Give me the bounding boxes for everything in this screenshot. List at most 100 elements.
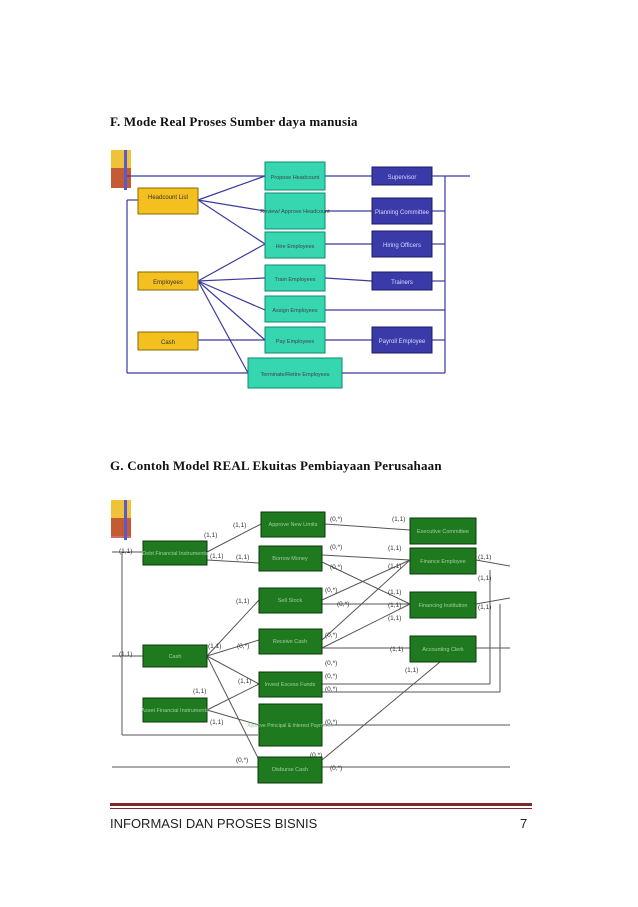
event-box — [264, 231, 326, 259]
cardinality-label: (0,*) — [236, 757, 248, 764]
corner-decoration-red — [111, 168, 131, 188]
cardinality-label: (0,*) — [330, 564, 342, 571]
agent-box — [371, 271, 433, 291]
cardinality-label: (0,*) — [325, 587, 337, 594]
agent-label: Supervisor — [388, 175, 417, 181]
cardinality-label: (1,1) — [390, 646, 403, 653]
cardinality-label: (0,*) — [330, 544, 342, 551]
hr-process-diagram: Headcount List Employees Cash Propose He… — [111, 150, 470, 389]
cardinality-label: (0,*) — [325, 673, 337, 680]
event-label: Approve Principal & Interest Payments — [247, 723, 333, 729]
cardinality-label: (0,*) — [237, 643, 249, 650]
cardinality-label: (0,*) — [337, 601, 349, 608]
event-box — [264, 161, 326, 191]
event-label: Review/ Approve Headcount — [260, 209, 330, 215]
event-box — [264, 192, 326, 230]
event-label: Assign Employees — [272, 308, 317, 314]
equity-events: Approve New Limits Borrow Money Sell Sto… — [247, 511, 333, 784]
agent-label: Planning Committee — [375, 210, 430, 216]
cardinality-label: (0,*) — [310, 752, 322, 759]
resource-label: Cash — [161, 340, 175, 346]
event-box — [258, 545, 323, 572]
section-f-heading: F. Mode Real Proses Sumber daya manusia — [110, 114, 358, 129]
agent-box — [409, 517, 477, 545]
cardinality-label: (1,1) — [119, 548, 132, 555]
event-label: Hire Employees — [276, 244, 315, 250]
agent-label: Executive Committee — [417, 529, 469, 535]
equity-agents: Executive Committee Finance Employee Fin… — [409, 517, 477, 663]
agent-label: Trainers — [391, 280, 413, 286]
agent-label: Financing Institution — [419, 603, 468, 609]
section-g-heading: G. Contoh Model REAL Ekuitas Pembiayaan … — [110, 458, 442, 473]
cardinality-label: (1,1) — [210, 553, 223, 560]
event-label: Terminate/Retire Employees — [260, 372, 329, 378]
cardinality-label: (0,*) — [330, 516, 342, 523]
cardinality-labels: (1,1) (1,1) (1,1) (1,1) (1,1) (1,1) (1,1… — [119, 516, 491, 772]
cardinality-label: (1,1) — [236, 598, 249, 605]
footer-divider — [110, 803, 532, 806]
agent-box — [409, 591, 477, 619]
event-box — [258, 703, 323, 747]
agent-box — [371, 326, 433, 354]
agent-label: Payroll Employee — [379, 339, 426, 345]
cardinality-label: (1,1) — [388, 602, 401, 609]
resource-label: Asset Financial Instruments — [141, 708, 209, 714]
cardinality-label: (1,1) — [233, 522, 246, 529]
footer-divider-thin — [110, 808, 532, 809]
cardinality-label: (1,1) — [210, 719, 223, 726]
event-box — [258, 628, 323, 655]
event-label: Disburse Cash — [272, 767, 308, 773]
hr-agents: Supervisor Planning Committee Hiring Off… — [371, 166, 433, 354]
resource-box — [142, 697, 208, 723]
event-box — [260, 511, 326, 538]
resource-box — [137, 271, 199, 291]
cardinality-label: (1,1) — [388, 615, 401, 622]
cardinality-label: (1,1) — [204, 532, 217, 539]
hr-resources: Headcount List Employees Cash — [137, 187, 199, 351]
event-label: Approve New Limits — [269, 522, 318, 528]
page-number: 7 — [520, 816, 528, 831]
event-box — [258, 587, 323, 614]
cardinality-label: (1,1) — [388, 563, 401, 570]
resource-label: Headcount List — [148, 195, 188, 201]
cardinality-label: (0,*) — [325, 660, 337, 667]
cardinality-label: (1,1) — [238, 678, 251, 685]
cardinality-label: (0,*) — [325, 686, 337, 693]
event-label: Sell Stock — [278, 598, 303, 604]
event-label: Receive Cash — [273, 639, 307, 645]
event-box — [258, 671, 323, 698]
agent-box — [409, 547, 477, 575]
cardinality-label: (0,*) — [325, 719, 337, 726]
cardinality-label: (1,1) — [478, 554, 491, 561]
event-label: Pay Employees — [276, 339, 314, 345]
equity-connectors — [112, 523, 511, 768]
event-box — [264, 326, 326, 354]
agent-label: Accounting Clerk — [422, 647, 464, 653]
cardinality-label: (1,1) — [388, 589, 401, 596]
event-box — [264, 295, 326, 323]
resource-label: Employees — [153, 280, 183, 286]
corner-decoration-line — [124, 500, 127, 540]
agent-box — [371, 197, 433, 225]
event-label: Borrow Money — [272, 556, 308, 562]
resource-box — [142, 644, 208, 668]
cardinality-label: (1,1) — [119, 651, 132, 658]
cardinality-label: (1,1) — [236, 554, 249, 561]
hr-events: Propose Headcount Review/ Approve Headco… — [247, 161, 343, 389]
event-label: Invest Excess Funds — [265, 682, 316, 688]
footer-title: INFORMASI DAN PROSES BISNIS — [110, 816, 318, 831]
event-label: Train Employees — [274, 277, 315, 283]
equity-resources: Debt Financial Instruments Cash Asset Fi… — [141, 540, 209, 723]
resource-box — [137, 331, 199, 351]
event-box — [264, 264, 326, 292]
event-label: Propose Headcount — [271, 175, 320, 181]
cardinality-label: (0,*) — [330, 765, 342, 772]
cardinality-label: (1,1) — [392, 516, 405, 523]
resource-box — [137, 187, 199, 215]
event-box — [257, 756, 323, 784]
agent-label: Finance Employee — [420, 559, 466, 565]
cardinality-label: (1,1) — [208, 643, 221, 650]
resource-box — [142, 540, 208, 566]
resource-label: Debt Financial Instruments — [142, 551, 208, 557]
